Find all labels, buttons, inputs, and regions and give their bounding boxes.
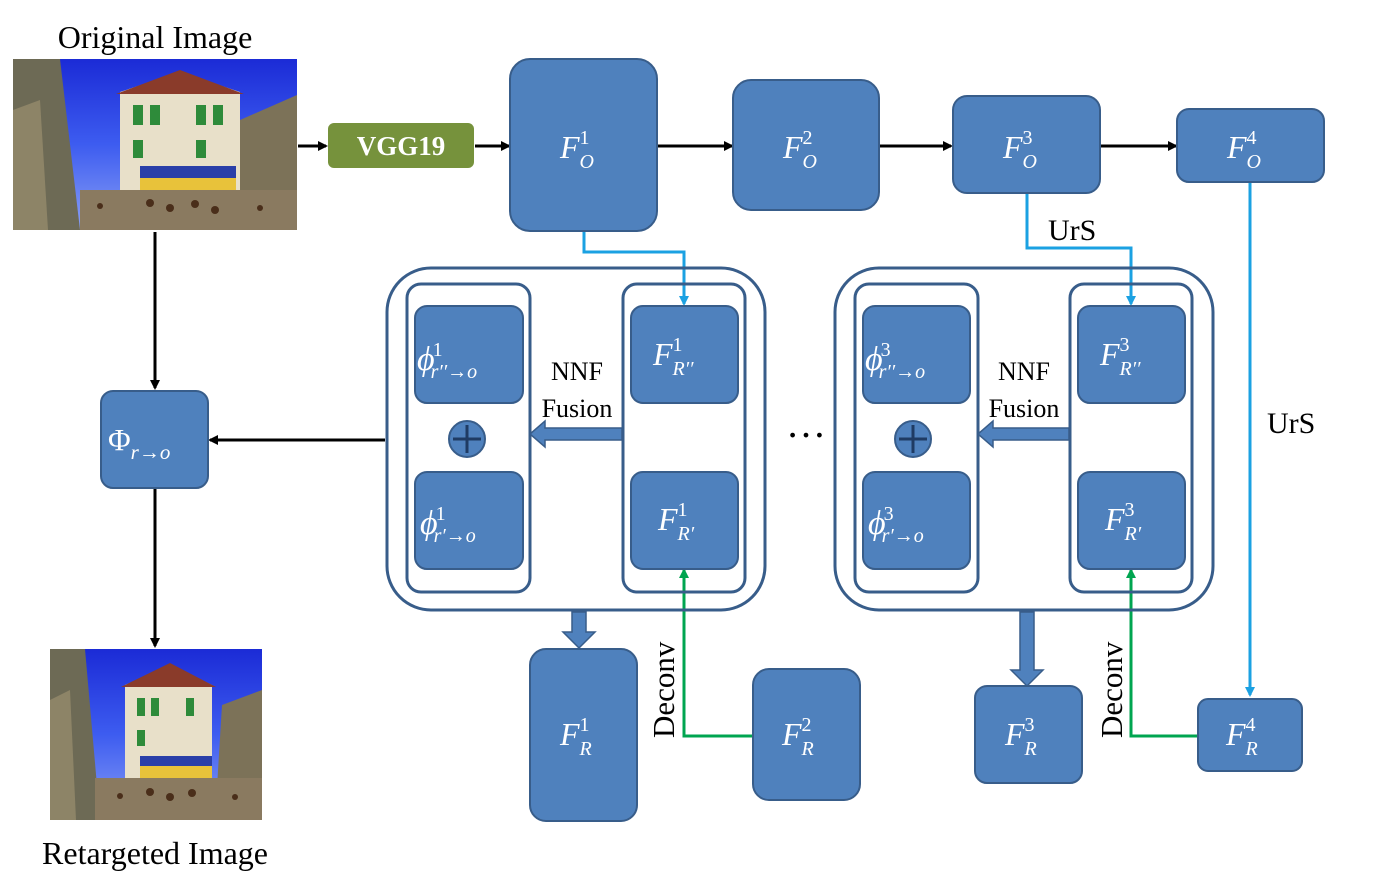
vgg19-label: VGG19 [357,131,446,161]
fusion-label-3: Fusion [989,394,1060,423]
down-arrow-level3 [1009,611,1045,688]
svg-text:F4O: F4O [1226,127,1261,173]
retargeted-image-label: Retargeted Image [42,835,268,871]
vgg19-block: VGG19 [328,123,474,168]
svg-text:F1R′′: F1R′′ [652,334,694,380]
ellipsis-label: … [786,401,826,446]
svg-text:Φr→o: Φr→o [108,422,170,464]
nnf-label-3: NNF [998,357,1050,386]
nnf-fusion-arrow-3 [976,419,1070,449]
svg-text:F2O: F2O [782,127,817,173]
svg-text:ϕ3r′→o: ϕ3r′→o [868,503,924,547]
nnf-label-1: NNF [551,357,603,386]
deconv-label-1: Deconv [646,641,681,738]
svg-text:F3R: F3R [1004,714,1037,760]
original-image [13,59,297,230]
retargeted-image [50,649,262,820]
svg-text:F3R′′: F3R′′ [1099,334,1141,380]
down-arrow-level1 [561,611,597,650]
svg-text:F2R: F2R [781,714,814,760]
arrow-fo1-to-fr2p1 [582,232,689,306]
arrow-fr4-deconv-to-frp3 [1126,568,1197,738]
nnf-fusion-arrow-1 [528,419,623,449]
deconv-label-3: Deconv [1094,641,1129,738]
plus-icon [894,420,932,458]
svg-text:F3R′: F3R′ [1104,499,1142,545]
original-image-label: Original Image [58,19,253,55]
svg-text:ϕ3r′′→o: ϕ3r′′→o [865,339,925,383]
urs-label-right: UrS [1267,407,1315,440]
svg-text:F3O: F3O [1002,127,1037,173]
node-phi-r-to-o: Φr→o [100,390,209,489]
svg-text:F4R: F4R [1225,714,1258,760]
svg-text:F1R: F1R [559,714,592,760]
arrow-fo3-urs-to-fr2p3 [1025,194,1136,306]
svg-text:ϕ1r′′→o: ϕ1r′′→o [417,339,477,383]
svg-text:ϕ1r′→o: ϕ1r′→o [420,503,476,547]
plus-icon [448,420,486,458]
svg-text:F1R′: F1R′ [657,499,695,545]
fusion-label-1: Fusion [542,394,613,423]
urs-label-top: UrS [1048,214,1096,247]
arrow-fr2-deconv-to-frp1 [679,568,752,738]
svg-text:F1O: F1O [559,127,594,173]
